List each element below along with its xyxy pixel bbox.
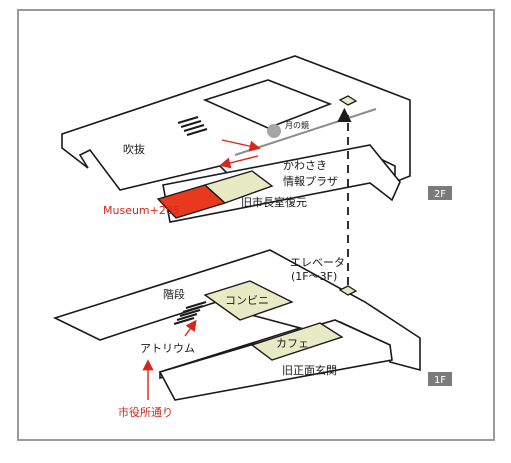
label-atrium: アトリウム	[140, 342, 195, 355]
stairs-2f-icon	[177, 116, 208, 136]
label-street: 市役所通り	[118, 405, 173, 419]
floor-1f	[52, 249, 421, 401]
map-frame	[17, 9, 495, 441]
label-moon-clock: 月の鏡	[285, 120, 309, 130]
route-arrow-left	[219, 155, 259, 169]
floor-2f	[61, 55, 411, 223]
label-cafe: カフェ	[276, 337, 309, 350]
route-arrow-right	[221, 139, 261, 152]
moon-clock-icon	[267, 124, 281, 138]
floor-tag-2f: 2F	[428, 186, 452, 200]
svg-text:2F: 2F	[434, 189, 446, 200]
cafe-block[interactable]	[250, 322, 344, 361]
label-info-plaza-1: かわさき	[283, 159, 327, 172]
svg-text:1F: 1F	[434, 375, 446, 386]
label-stairs: 階段	[163, 287, 185, 301]
label-museum: Museum+205	[103, 204, 180, 217]
convenience-store-block[interactable]	[203, 280, 294, 321]
elevator-2f-icon	[338, 95, 358, 106]
floor-tag-1f: 1F	[428, 372, 452, 386]
label-elevator-2: (1F～3F)	[291, 270, 337, 283]
label-mayor-room: 旧市長室復元	[241, 195, 307, 209]
room-2f-upper	[202, 79, 333, 129]
elevator-1f-icon	[338, 285, 358, 296]
label-elevator-1: エレベータ	[290, 256, 345, 269]
label-convenience-store: コンビニ	[225, 294, 269, 307]
stairs-1f-icon	[173, 301, 207, 325]
info-plaza-block[interactable]	[203, 170, 274, 204]
label-atrium-void: 吹抜	[123, 142, 145, 156]
label-info-plaza-2: 情報プラザ	[283, 175, 338, 188]
label-old-entrance: 旧正面玄関	[282, 363, 337, 377]
floor-1f-corridor	[158, 319, 393, 401]
stairs-arrow	[184, 319, 197, 337]
